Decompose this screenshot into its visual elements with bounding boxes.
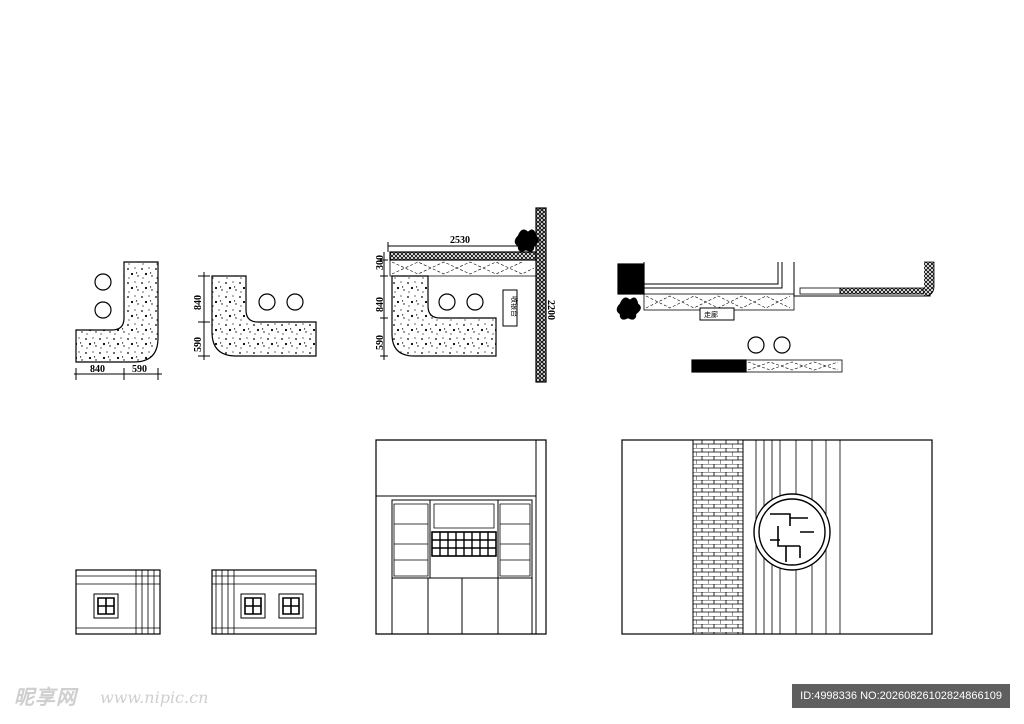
watermark-logo: 昵享网 bbox=[14, 685, 77, 709]
counter-top-shape bbox=[391, 275, 497, 357]
elevation-counter-2 bbox=[211, 569, 317, 635]
watermark-url: www.nipic.cn bbox=[100, 688, 209, 707]
stool-circle bbox=[286, 293, 304, 311]
elevation-wall bbox=[621, 439, 933, 635]
plan-counter-1 bbox=[74, 261, 162, 380]
column-block bbox=[617, 263, 645, 295]
dim-840-c: 840 bbox=[375, 297, 386, 312]
dim-590-c: 590 bbox=[375, 335, 386, 350]
cashier-label-vertical: 收银台 bbox=[510, 296, 519, 317]
moon-window bbox=[753, 493, 831, 571]
elevation-counter-1 bbox=[75, 569, 161, 635]
dim-840-a: 840 bbox=[90, 364, 105, 375]
plant-icon bbox=[514, 229, 539, 252]
top-shelf-hatch bbox=[389, 251, 537, 261]
cashier-sign bbox=[502, 289, 518, 327]
counter-top-shape bbox=[211, 275, 317, 357]
watermark-id: ID:4998336 NO:20260826102824866109 bbox=[792, 684, 1010, 708]
dim-590-a: 590 bbox=[132, 364, 147, 375]
side-wall bbox=[535, 207, 547, 383]
dim-590-b: 590 bbox=[193, 337, 204, 352]
plan-counter-3 bbox=[380, 207, 547, 383]
plan-corridor bbox=[616, 261, 935, 373]
plant-icon bbox=[616, 297, 641, 320]
dim-300: 300 bbox=[375, 255, 386, 270]
brick-column bbox=[692, 439, 744, 635]
stool-circle bbox=[94, 301, 112, 319]
dim-2200: 2200 bbox=[545, 300, 556, 320]
stool-circle bbox=[747, 336, 765, 354]
counter-top-shape bbox=[75, 261, 159, 363]
stool-circle bbox=[466, 293, 484, 311]
stool-circle bbox=[438, 293, 456, 311]
dim-840-b: 840 bbox=[193, 295, 204, 310]
stool-circle bbox=[258, 293, 276, 311]
stool-circle bbox=[94, 273, 112, 291]
plan-counter-2 bbox=[198, 272, 317, 360]
corridor-label: 走廊 bbox=[704, 310, 718, 319]
dim-2530: 2530 bbox=[450, 235, 470, 246]
corridor-sign bbox=[699, 307, 735, 321]
counter-front-solid bbox=[691, 359, 747, 373]
stool-circle bbox=[773, 336, 791, 354]
elevation-cabinet bbox=[375, 439, 547, 635]
